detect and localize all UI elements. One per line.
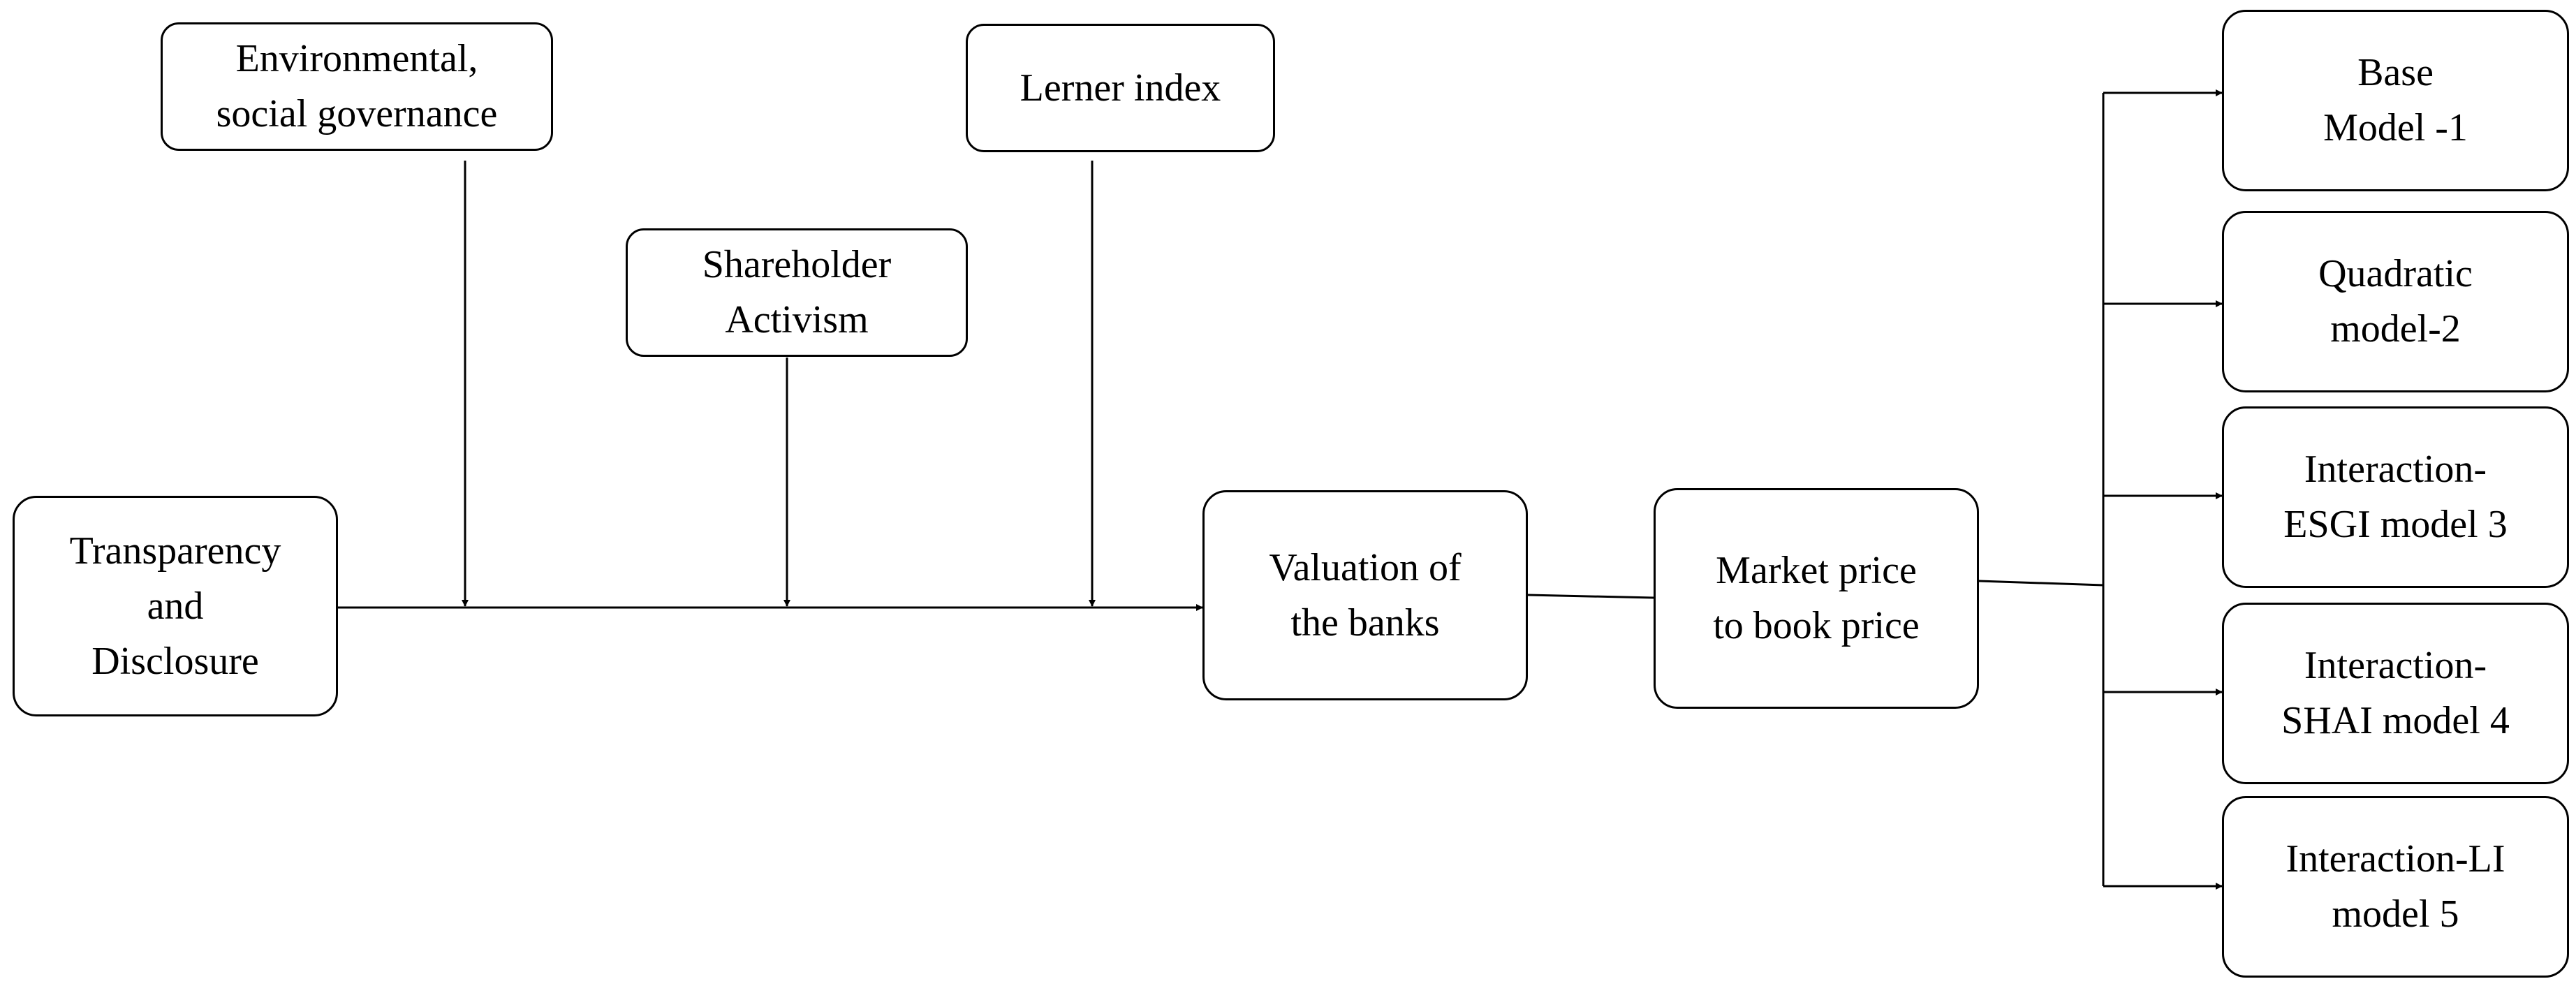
model5-box: Interaction-LI model 5 xyxy=(2222,796,2569,978)
esg-box: Environmental, social governance xyxy=(161,22,553,151)
model3-box: Interaction- ESGI model 3 xyxy=(2222,406,2569,588)
transparency-label: Transparency and Disclosure xyxy=(69,529,281,683)
valuation-label: Valuation of the banks xyxy=(1269,545,1462,645)
market-box: Market price to book price xyxy=(1654,488,1979,709)
model5-label: Interaction-LI model 5 xyxy=(2286,837,2505,936)
model4-label: Interaction- SHAI model 4 xyxy=(2281,644,2510,742)
shareholder-label: Shareholder Activism xyxy=(702,243,892,341)
transparency-box: Transparency and Disclosure xyxy=(13,496,338,716)
model1-label: Base Model -1 xyxy=(2323,51,2468,149)
model4-box: Interaction- SHAI model 4 xyxy=(2222,603,2569,784)
model2-label: Quadratic model-2 xyxy=(2318,252,2473,351)
valuation-box: Valuation of the banks xyxy=(1202,490,1528,700)
market-bracket-line xyxy=(1978,580,2104,587)
model3-label: Interaction- ESGI model 3 xyxy=(2283,448,2508,546)
model2-box: Quadratic model-2 xyxy=(2222,211,2569,392)
market-label: Market price to book price xyxy=(1713,549,1920,647)
shareholder-box: Shareholder Activism xyxy=(626,228,968,357)
lerner-box: Lerner index xyxy=(966,24,1275,152)
valuation-market-line xyxy=(1527,594,1654,599)
lerner-label: Lerner index xyxy=(1020,66,1221,110)
model1-box: Base Model -1 xyxy=(2222,10,2569,191)
esg-label: Environmental, social governance xyxy=(216,37,498,135)
